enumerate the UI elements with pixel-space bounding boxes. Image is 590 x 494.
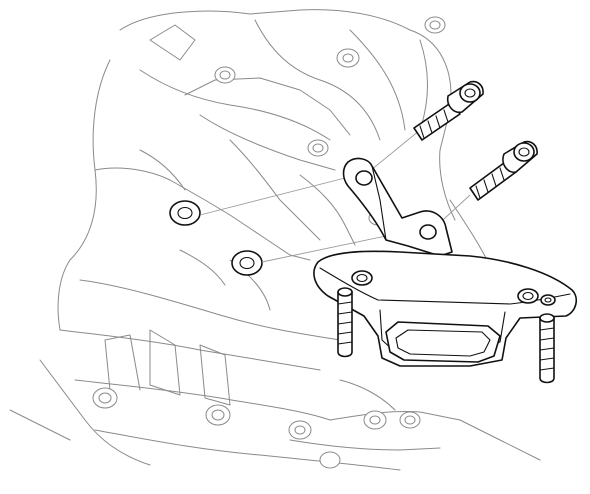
housing-boss: [288, 420, 312, 440]
bolt-right: [469, 140, 538, 201]
housing-boss: [214, 66, 236, 84]
housing-boss: [307, 139, 329, 157]
stud-left: [337, 287, 353, 358]
housing-boss: [424, 16, 446, 34]
transmission-housing: [9, 9, 541, 471]
housing-boss: [363, 410, 387, 430]
housing-boss: [205, 404, 231, 426]
engine-mount: [313, 250, 578, 367]
housing-boss: [336, 48, 360, 68]
bolt-left: [413, 80, 484, 141]
washer-upper: [169, 200, 201, 226]
stud-right: [539, 313, 555, 384]
mount-bracket: [342, 157, 453, 257]
housing-boss: [319, 451, 341, 469]
housing-boss: [399, 411, 421, 429]
housing-boss: [92, 387, 118, 409]
washer-lower: [231, 250, 263, 276]
